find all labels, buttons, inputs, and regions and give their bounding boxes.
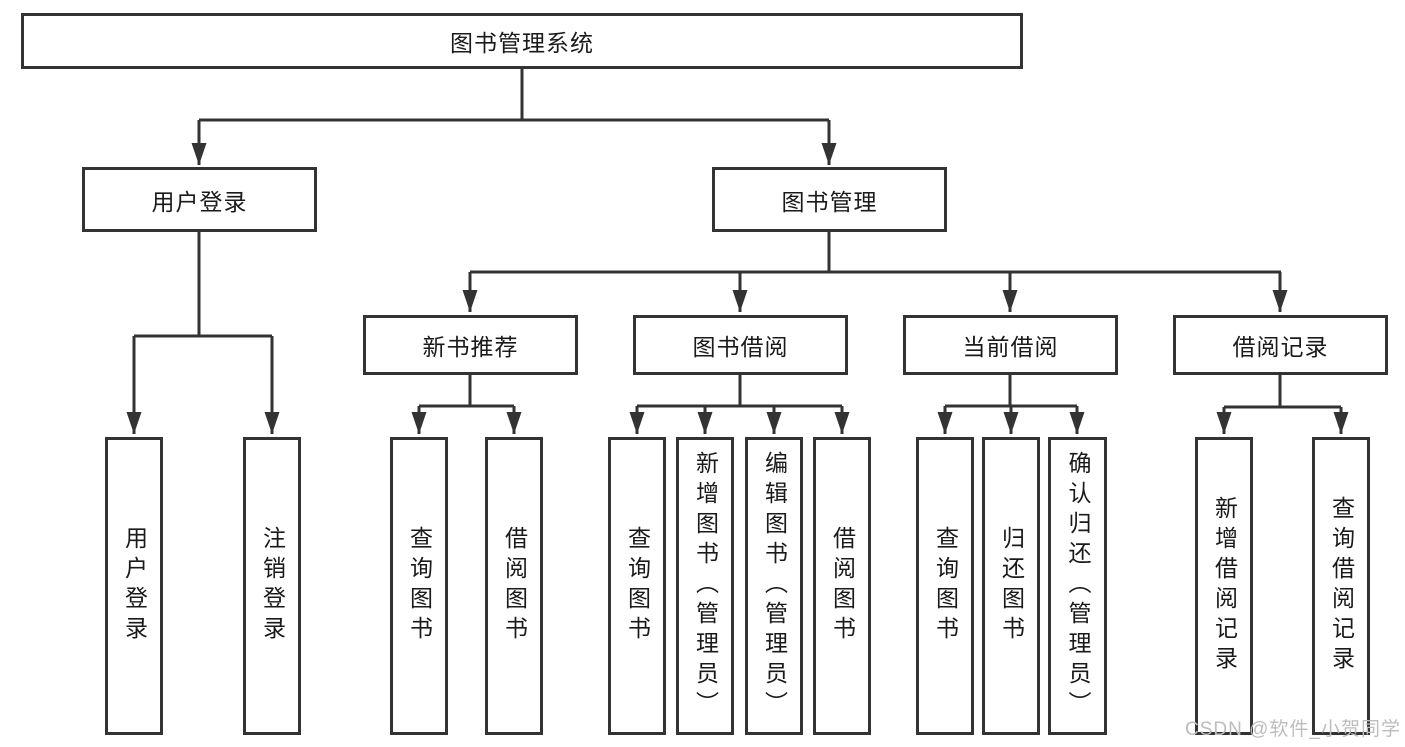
leaf-borrow-edit-books-admin: 编辑图书（管理员）: [745, 437, 803, 735]
leaf-records-query-record: 查询借阅记录: [1312, 437, 1370, 735]
node-new-book-recommend: 新书推荐: [363, 315, 578, 375]
leaf-current-return-books: 归还图书: [982, 437, 1040, 735]
leaf-newbook-query-books: 查询图书: [390, 437, 448, 735]
leaf-user-login: 用户登录: [105, 437, 163, 735]
node-book-management: 图书管理: [712, 167, 947, 232]
node-book-borrow: 图书借阅: [633, 315, 848, 375]
leaf-borrow-borrow-books: 借阅图书: [813, 437, 871, 735]
leaf-borrow-add-books-admin: 新增图书（管理员）: [676, 437, 734, 735]
leaf-records-add-record: 新增借阅记录: [1195, 437, 1253, 735]
leaf-logout: 注销登录: [243, 437, 301, 735]
leaf-current-query-books: 查询图书: [916, 437, 974, 735]
leaf-borrow-query-books: 查询图书: [608, 437, 666, 735]
node-user-login: 用户登录: [82, 167, 317, 232]
node-current-borrow: 当前借阅: [903, 315, 1118, 375]
leaf-newbook-borrow-books: 借阅图书: [485, 437, 543, 735]
leaf-current-confirm-return-admin: 确认归还（管理员）: [1048, 437, 1107, 735]
node-root-library-system: 图书管理系统: [21, 13, 1023, 69]
csdn-watermark: CSDN @软件_小贺同学: [1185, 719, 1401, 740]
node-borrow-records: 借阅记录: [1173, 315, 1388, 375]
